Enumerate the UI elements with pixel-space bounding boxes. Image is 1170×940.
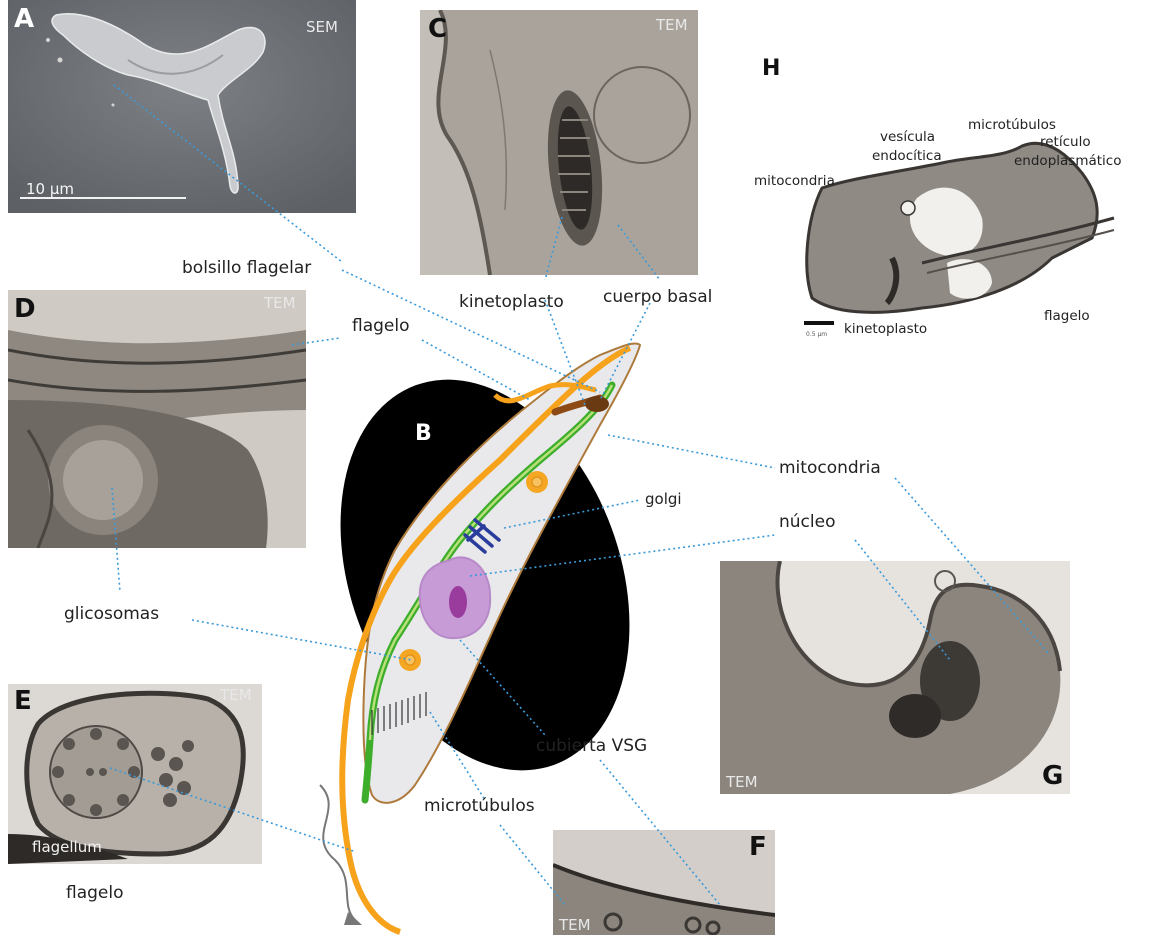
panel-c-letter: C xyxy=(428,14,447,44)
panel-b-schematic: B xyxy=(300,340,660,940)
panel-a-sem: A SEM 10 μm xyxy=(8,0,356,213)
flagellum-cross-section-image xyxy=(8,684,262,864)
h-label-vesicula-line1: vesícula xyxy=(880,128,935,147)
panel-a-scalebar-label: 10 μm xyxy=(26,180,74,198)
h-label-reticulo-line2: endoplasmático xyxy=(1014,152,1121,171)
basal-body xyxy=(585,396,609,412)
panel-g-technique: TEM xyxy=(726,773,758,791)
panel-e-technique: TEM xyxy=(220,686,252,704)
cell-section-tem-image xyxy=(742,48,1142,348)
label-bolsillo-flagelar: bolsillo flagelar xyxy=(182,258,311,278)
panel-a-letter: A xyxy=(14,4,34,34)
glycosome-lower xyxy=(399,649,421,671)
label-mitocondria: mitocondria xyxy=(779,458,881,478)
nucleolus xyxy=(449,586,467,618)
label-kinetoplasto: kinetoplasto xyxy=(459,292,564,312)
panel-a-technique: SEM xyxy=(306,18,338,36)
h-label-mitocondria: mitocondria xyxy=(754,172,835,191)
motion-arrow-head xyxy=(344,912,362,925)
panel-h-letter: H xyxy=(762,56,780,81)
h-label-kinetoplasto: kinetoplasto xyxy=(844,320,927,339)
h-scalebar-label: 0.5 μm xyxy=(806,331,827,339)
h-label-flagelo: flagelo xyxy=(1044,307,1090,326)
panel-f-letter: F xyxy=(749,832,767,862)
panel-d-letter: D xyxy=(14,294,36,324)
panel-c-technique: TEM xyxy=(656,16,688,34)
panel-e-tem: E TEM flagellum xyxy=(8,684,262,864)
panel-d-technique: TEM xyxy=(264,294,296,312)
kinetoplast-tem-image xyxy=(420,10,698,275)
glycosome-tem-image xyxy=(8,290,306,548)
label-nucleo: núcleo xyxy=(779,512,835,532)
panel-g-tem: G TEM xyxy=(720,561,1070,794)
label-cubierta-vsg: cubierta VSG xyxy=(536,736,647,756)
nucleus-tem-image xyxy=(720,561,1070,794)
label-cuerpo-basal: cuerpo basal xyxy=(603,287,712,307)
h-label-reticulo-line1: retículo xyxy=(1040,133,1091,152)
label-flagelo: flagelo xyxy=(352,316,410,336)
panel-e-flagellum-label: flagellum xyxy=(32,838,102,856)
glycosome-upper xyxy=(526,471,548,493)
label-flagelo-e: flagelo xyxy=(66,883,124,903)
label-microtubulos: microtúbulos xyxy=(424,796,535,816)
panel-h-tem: H vesícula endocítica microtúbulos retíc… xyxy=(742,48,1142,348)
panel-g-letter: G xyxy=(1042,761,1063,791)
panel-b-letter: B xyxy=(415,421,432,446)
label-golgi: golgi xyxy=(645,490,682,508)
panel-d-tem: D TEM xyxy=(8,290,306,548)
label-glicosomas: glicosomas xyxy=(64,604,159,624)
panel-e-letter: E xyxy=(14,686,32,716)
h-label-vesicula-line2: endocítica xyxy=(872,147,942,166)
panel-c-tem: C TEM xyxy=(420,10,698,275)
